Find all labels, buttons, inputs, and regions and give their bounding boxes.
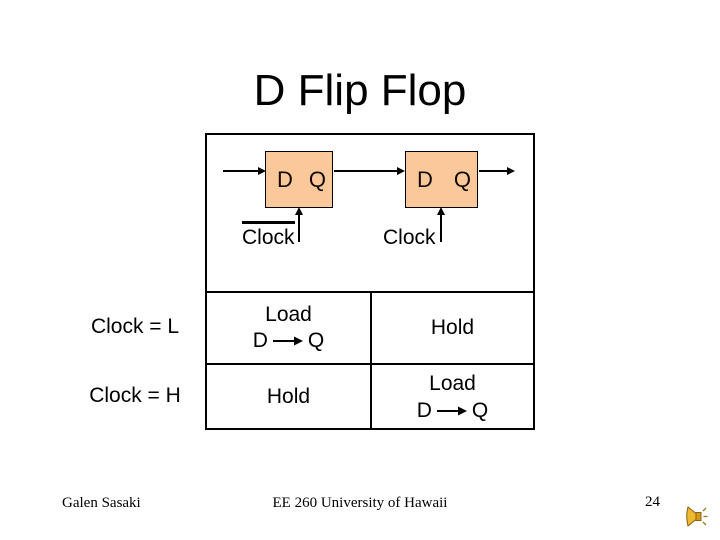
table-cell-r1c1-load: Load D Q <box>207 293 370 363</box>
right-arrow-icon <box>272 336 303 346</box>
table-cell-r2c1-hold: Hold <box>207 365 370 430</box>
flipflop-right: D Q <box>405 151 478 208</box>
table-cell-r2c2-load: Load D Q <box>372 365 533 430</box>
cell-action-label: Load <box>265 302 312 326</box>
d-to-q-expression: D Q <box>253 328 325 354</box>
table-cell-r1c2-hold: Hold <box>372 293 533 363</box>
clock-inverted-label: Clock <box>242 221 295 249</box>
slide-title: D Flip Flop <box>253 66 467 115</box>
speaker-icon[interactable] <box>684 503 708 530</box>
page-number: 24 <box>645 494 660 510</box>
right-arrow-icon <box>436 406 467 416</box>
d-to-q-expression: D Q <box>417 398 489 424</box>
flipflop-left: D Q <box>265 151 333 208</box>
cell-action-label: Load <box>429 372 476 396</box>
footer-author: Galen Sasaki <box>62 495 141 511</box>
flipflop-left-q-label: Q <box>308 166 326 192</box>
q-label: Q <box>471 398 489 422</box>
q-label: Q <box>307 329 325 352</box>
clock-text: Clock <box>383 226 436 249</box>
d-label: D <box>416 398 432 422</box>
flipflop-right-d-label: D <box>417 166 433 192</box>
table-column-divider <box>370 291 372 430</box>
clock-label: Clock <box>383 226 436 249</box>
clock-inverted-text: Clock <box>242 221 295 249</box>
row-label-clock-low: Clock = L <box>90 315 180 338</box>
cell-action-label: Hold <box>430 315 475 339</box>
row-label-clock-high: Clock = H <box>89 384 181 407</box>
flipflop-right-q-label: Q <box>453 166 471 192</box>
d-label: D <box>252 329 268 352</box>
footer-course: EE 260 University of Hawaii <box>272 495 448 511</box>
flipflop-left-d-label: D <box>277 166 293 192</box>
cell-action-label: Hold <box>266 385 311 409</box>
